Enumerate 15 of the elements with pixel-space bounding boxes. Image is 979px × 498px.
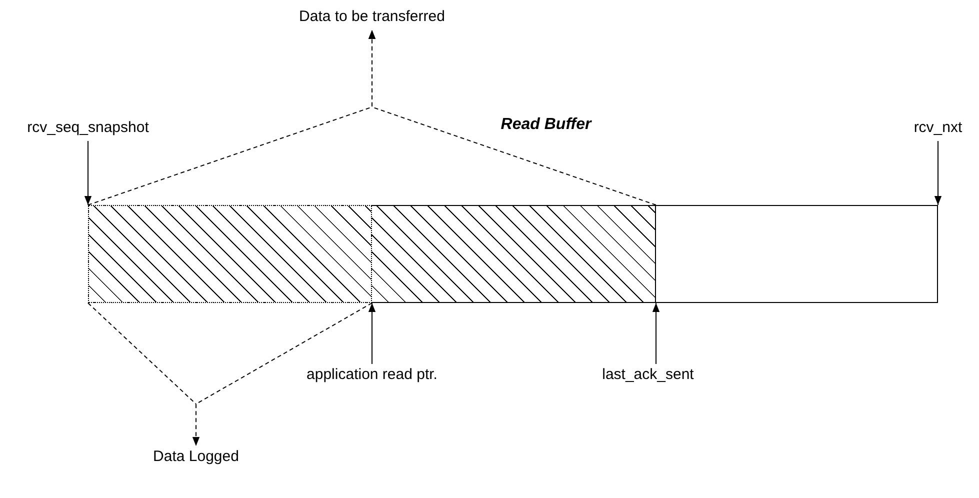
pointer-label: rcv_nxt <box>903 119 973 139</box>
caption-label: Data to be transferred <box>272 8 472 28</box>
pointer-label: application read ptr. <box>277 366 467 386</box>
caption-label: Data Logged <box>131 448 261 468</box>
logged-segment <box>88 205 372 303</box>
arrow <box>368 30 656 206</box>
hatched-segment <box>372 205 656 303</box>
arrow <box>652 302 660 364</box>
pointer-label: last_ack_sent <box>586 366 710 386</box>
arrow <box>84 140 92 206</box>
arrow <box>934 140 942 206</box>
buffer-title: Read Buffer <box>500 116 593 134</box>
arrow <box>368 302 376 364</box>
pointer-label: rcv_seq_snapshot <box>23 119 153 139</box>
arrow <box>88 302 372 446</box>
